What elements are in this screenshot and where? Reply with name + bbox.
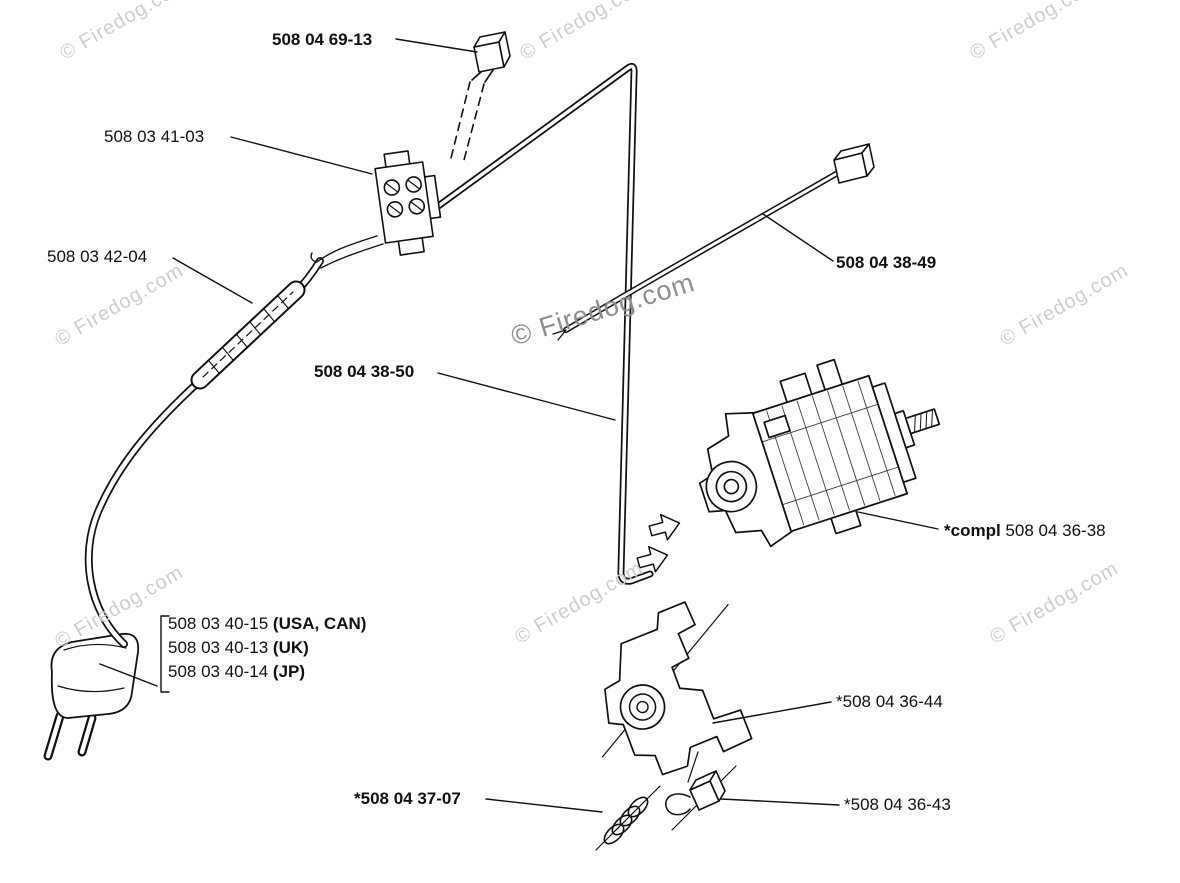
part-label-motor-prefix: *compl — [944, 521, 1001, 540]
assembly-arrows — [636, 513, 681, 573]
plug-region: (USA, CAN) — [272, 614, 367, 633]
carbon-brush-drawing — [665, 765, 737, 831]
part-label-terminal-block: 508 03 41-03 — [104, 127, 205, 146]
power-cord-drawing — [84, 257, 324, 648]
leader-lines — [99, 38, 939, 813]
brush-holder-drawing — [601, 601, 753, 776]
plug-variant-row: 508 03 40-14 (JP) — [168, 660, 366, 684]
power-plug-drawing — [43, 632, 140, 761]
plug-region: (JP) — [272, 662, 306, 681]
plug-variant-row: 508 03 40-15 (USA, CAN) — [168, 612, 366, 636]
short-wire-connector-drawing — [833, 143, 875, 184]
cord-wire-ends — [310, 235, 384, 269]
plug-variant-bracket — [160, 615, 170, 693]
part-label-top-connector: 508 04 69-13 — [272, 30, 373, 49]
plug-variant-row: 508 03 40-13 (UK) — [168, 636, 366, 660]
short-wire-drawing — [552, 171, 839, 341]
part-label-carbon-brush: *508 04 36-43 — [844, 795, 951, 814]
long-wire-drawing — [433, 63, 654, 585]
part-label-spring: *508 04 37-07 — [354, 789, 461, 808]
part-label-short-wire: 508 04 38-49 — [836, 253, 937, 272]
terminal-block-drawing — [374, 150, 442, 256]
part-label-cord-sleeve: 508 03 42-04 — [47, 247, 148, 266]
holder-brush-link-line — [687, 751, 699, 783]
plug-variant-list: 508 03 40-15 (USA, CAN) 508 03 40-13 (UK… — [168, 612, 366, 684]
part-label-long-wire: 508 04 38-50 — [314, 362, 415, 381]
part-label-brush-holder: *508 04 36-44 — [836, 692, 943, 711]
cord-sleeve-drawing — [190, 280, 306, 390]
plug-part-number: 508 03 40-14 — [168, 662, 273, 681]
plug-region: (UK) — [272, 638, 309, 657]
part-label-motor: *compl 508 04 36-38 — [944, 521, 1106, 541]
motor-drawing — [698, 358, 941, 548]
plug-part-number: 508 03 40-13 — [168, 638, 273, 657]
top-connector-drawing — [471, 31, 511, 83]
part-label-motor-number: 508 04 36-38 — [1000, 521, 1106, 540]
plug-part-number: 508 03 40-15 — [168, 614, 273, 633]
connector-dashed-lines — [449, 81, 485, 163]
spring-drawing — [595, 785, 661, 851]
